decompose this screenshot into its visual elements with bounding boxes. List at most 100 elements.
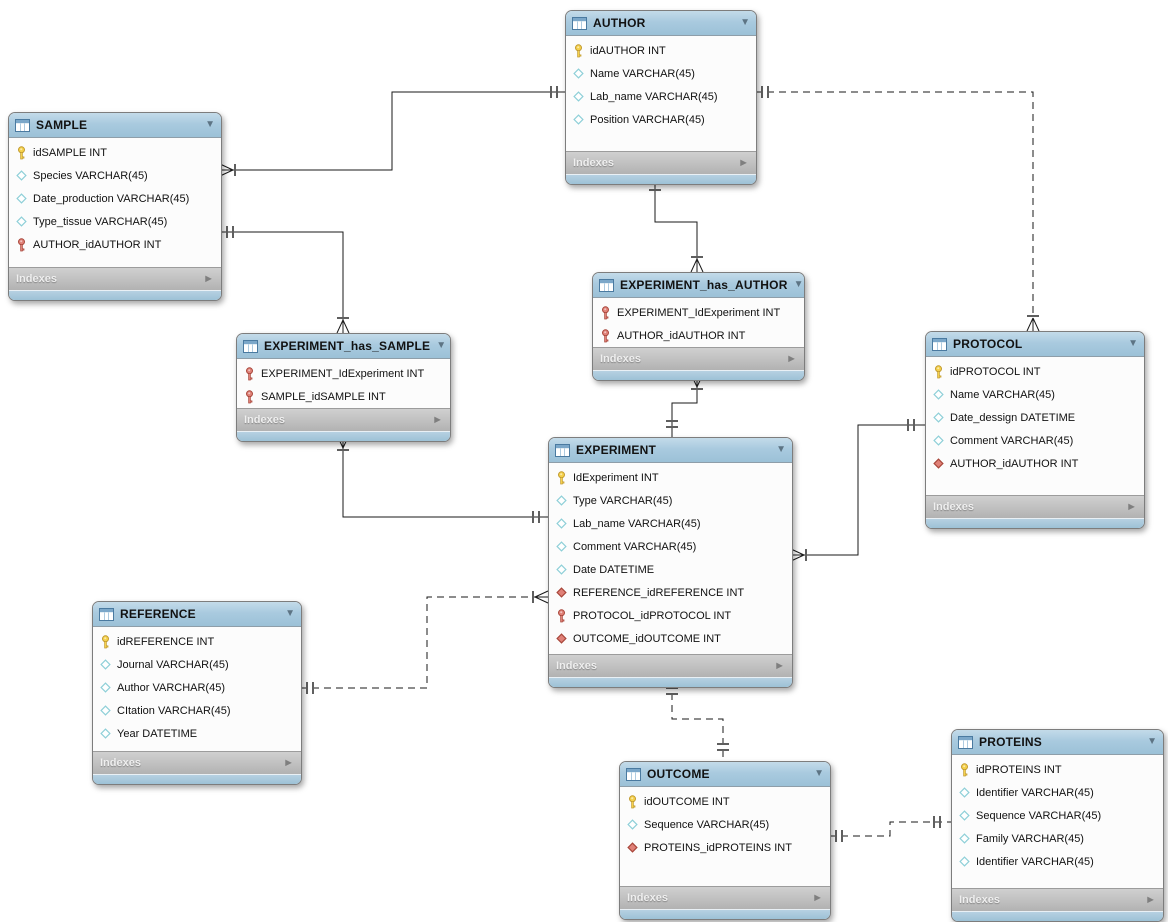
collapse-caret-icon[interactable]: ▼ (205, 119, 215, 130)
relationship-outcome-proteins[interactable] (829, 816, 951, 842)
relationship-experiment-outcome[interactable] (666, 681, 729, 761)
field-row[interactable]: AUTHOR_idAUTHOR INT (9, 233, 221, 256)
table-experiment_has_author[interactable]: EXPERIMENT_has_AUTHOR ▼ EXPERIMENT_IdExp… (592, 272, 805, 381)
field-row[interactable]: Date_production VARCHAR(45) (9, 187, 221, 210)
collapse-caret-icon[interactable]: ▼ (776, 444, 786, 455)
indexes-footer[interactable]: Indexes ► (593, 347, 804, 370)
indexes-label: Indexes (244, 414, 285, 426)
relationship-sample-experiment_has_sample[interactable] (220, 226, 350, 334)
field-row[interactable]: idPROTEINS INT (952, 758, 1163, 781)
relationship-experiment_has_sample-experiment[interactable] (336, 434, 548, 523)
field-row[interactable]: SAMPLE_idSAMPLE INT (237, 385, 450, 408)
table-header[interactable]: EXPERIMENT ▼ (549, 438, 792, 463)
indexes-footer[interactable]: Indexes ► (620, 886, 830, 909)
field-row[interactable]: Comment VARCHAR(45) (926, 429, 1144, 452)
field-row[interactable]: Lab_name VARCHAR(45) (566, 85, 756, 108)
field-row[interactable]: idPROTOCOL INT (926, 360, 1144, 383)
column-icon (16, 216, 27, 227)
field-row[interactable]: Name VARCHAR(45) (566, 62, 756, 85)
field-row[interactable]: CItation VARCHAR(45) (93, 699, 301, 722)
collapse-caret-icon[interactable]: ▼ (1128, 338, 1138, 349)
relationship-experiment_has_author-experiment[interactable] (666, 373, 704, 437)
relationship-author-experiment_has_author[interactable] (649, 178, 704, 273)
indexes-label: Indexes (16, 273, 57, 285)
field-row[interactable]: Family VARCHAR(45) (952, 827, 1163, 850)
table-title: SAMPLE (36, 118, 88, 132)
foreign-key-key-icon (244, 366, 255, 381)
field-row[interactable]: EXPERIMENT_IdExperiment INT (237, 362, 450, 385)
field-row[interactable]: Date_dessign DATETIME (926, 406, 1144, 429)
table-experiment_has_sample[interactable]: EXPERIMENT_has_SAMPLE ▼ EXPERIMENT_IdExp… (236, 333, 451, 442)
table-header[interactable]: OUTCOME ▼ (620, 762, 830, 787)
indexes-footer[interactable]: Indexes ► (9, 267, 221, 290)
field-row[interactable]: Comment VARCHAR(45) (549, 535, 792, 558)
field-row[interactable]: idSAMPLE INT (9, 141, 221, 164)
field-row[interactable]: Identifier VARCHAR(45) (952, 850, 1163, 873)
field-row[interactable]: Type_tissue VARCHAR(45) (9, 210, 221, 233)
field-row[interactable]: Species VARCHAR(45) (9, 164, 221, 187)
column-icon (16, 170, 27, 181)
indexes-footer[interactable]: Indexes ► (926, 495, 1144, 518)
collapse-caret-icon[interactable]: ▼ (814, 768, 824, 779)
expand-arrow-icon: ► (786, 352, 797, 365)
field-row[interactable]: EXPERIMENT_IdExperiment INT (593, 301, 804, 324)
field-row[interactable]: Position VARCHAR(45) (566, 108, 756, 131)
table-bottom-bar (237, 431, 450, 441)
field-row[interactable]: Lab_name VARCHAR(45) (549, 512, 792, 535)
collapse-caret-icon[interactable]: ▼ (740, 17, 750, 28)
field-row[interactable]: idREFERENCE INT (93, 630, 301, 653)
field-row[interactable]: PROTOCOL_idPROTOCOL INT (549, 604, 792, 627)
collapse-caret-icon[interactable]: ▼ (285, 608, 295, 619)
field-row[interactable]: IdExperiment INT (549, 466, 792, 489)
relationship-sample-author[interactable] (219, 86, 565, 177)
collapse-caret-icon[interactable]: ▼ (793, 279, 804, 290)
table-header[interactable]: AUTHOR ▼ (566, 11, 756, 36)
collapse-caret-icon[interactable]: ▼ (436, 340, 447, 351)
field-row[interactable]: REFERENCE_idREFERENCE INT (549, 581, 792, 604)
relationship-experiment-protocol[interactable] (790, 419, 925, 562)
field-row[interactable]: Date DATETIME (549, 558, 792, 581)
indexes-footer[interactable]: Indexes ► (549, 654, 792, 677)
field-row[interactable]: Year DATETIME (93, 722, 301, 745)
field-text: CItation VARCHAR(45) (117, 704, 231, 717)
table-header[interactable]: EXPERIMENT_has_AUTHOR ▼ (593, 273, 804, 298)
table-header[interactable]: PROTOCOL ▼ (926, 332, 1144, 357)
relationship-author-protocol[interactable] (755, 86, 1040, 332)
indexes-footer[interactable]: Indexes ► (237, 408, 450, 431)
indexes-footer[interactable]: Indexes ► (952, 888, 1163, 911)
field-row[interactable]: AUTHOR_idAUTHOR INT (593, 324, 804, 347)
table-header[interactable]: SAMPLE ▼ (9, 113, 221, 138)
table-bottom-bar (566, 174, 756, 184)
field-row[interactable]: PROTEINS_idPROTEINS INT (620, 836, 830, 859)
field-text: Type VARCHAR(45) (573, 494, 673, 507)
field-row[interactable]: OUTCOME_idOUTCOME INT (549, 627, 792, 650)
table-header[interactable]: EXPERIMENT_has_SAMPLE ▼ (237, 334, 450, 359)
field-row[interactable]: Type VARCHAR(45) (549, 489, 792, 512)
indexes-footer[interactable]: Indexes ► (93, 751, 301, 774)
table-bottom-bar (926, 518, 1144, 528)
field-row[interactable]: Author VARCHAR(45) (93, 676, 301, 699)
field-row[interactable]: Identifier VARCHAR(45) (952, 781, 1163, 804)
table-experiment[interactable]: EXPERIMENT ▼ IdExperiment INT Type VARCHA… (548, 437, 793, 688)
field-row[interactable]: AUTHOR_idAUTHOR INT (926, 452, 1144, 475)
field-row[interactable]: Journal VARCHAR(45) (93, 653, 301, 676)
collapse-caret-icon[interactable]: ▼ (1147, 736, 1157, 747)
indexes-footer[interactable]: Indexes ► (566, 151, 756, 174)
relationship-reference-experiment[interactable] (300, 590, 549, 694)
field-row[interactable]: idOUTCOME INT (620, 790, 830, 813)
field-row[interactable]: Name VARCHAR(45) (926, 383, 1144, 406)
field-row[interactable]: idAUTHOR INT (566, 39, 756, 62)
table-header[interactable]: REFERENCE ▼ (93, 602, 301, 627)
field-row[interactable]: Sequence VARCHAR(45) (952, 804, 1163, 827)
column-icon (959, 833, 970, 844)
field-row[interactable]: Sequence VARCHAR(45) (620, 813, 830, 836)
table-header[interactable]: PROTEINS ▼ (952, 730, 1163, 755)
column-icon (573, 114, 584, 125)
